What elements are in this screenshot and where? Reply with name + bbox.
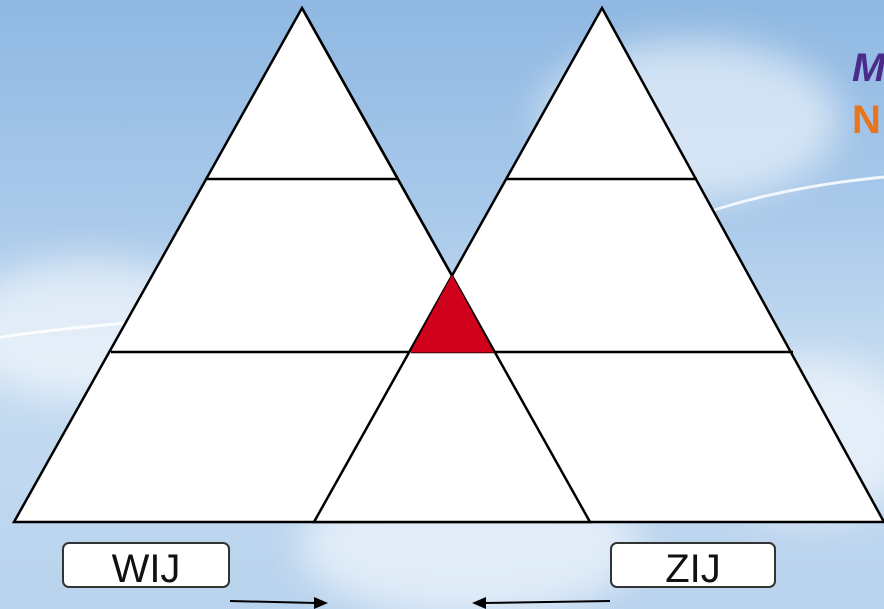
- left-arrow-line: [230, 601, 316, 603]
- right-arrow-line: [484, 601, 610, 603]
- right-arrow-head: [472, 597, 486, 609]
- zij-label: ZIJ: [610, 542, 776, 588]
- left-arrow-head: [314, 597, 328, 609]
- wij-label: WIJ: [62, 542, 230, 588]
